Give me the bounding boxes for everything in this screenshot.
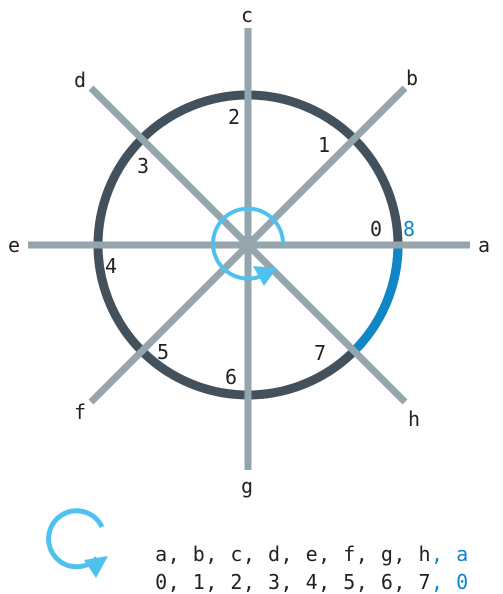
loop-icon-arrow-head <box>84 556 108 578</box>
number-label-4: 4 <box>105 254 117 278</box>
highlight-arc <box>350 244 403 355</box>
legend-letters-sequence: a, b, c, d, e, f, g, h <box>155 542 431 566</box>
legend-numbers-wrap: , 0 <box>431 570 469 594</box>
number-label-2: 2 <box>228 105 240 129</box>
number-label-8: 8 <box>403 217 415 241</box>
spoke-diagonal-up <box>88 85 408 405</box>
number-label-0: 0 <box>370 217 382 241</box>
letter-label-a: a <box>478 233 490 257</box>
number-label-5: 5 <box>157 340 169 364</box>
legend-letters: a, b, c, d, e, f, g, h, a <box>130 518 469 566</box>
number-label-3: 3 <box>137 154 149 178</box>
center-rotation-arrow <box>211 206 285 281</box>
legend-numbers-sequence: 0, 1, 2, 3, 4, 5, 6, 7 <box>155 570 431 594</box>
legend-letters-wrap: , a <box>431 542 469 566</box>
letter-label-h: h <box>408 407 420 431</box>
letter-label-b: b <box>406 66 418 90</box>
number-label-1: 1 <box>318 133 330 157</box>
loop-icon <box>46 508 105 570</box>
number-label-6: 6 <box>225 365 237 389</box>
center-arrow-head <box>253 266 277 286</box>
letter-label-g: g <box>241 474 253 498</box>
number-label-7: 7 <box>314 341 326 365</box>
legend-numbers: 0, 1, 2, 3, 4, 5, 6, 7, 0 <box>130 546 469 594</box>
letter-label-f: f <box>74 400 86 424</box>
letter-label-d: d <box>74 68 86 92</box>
letter-label-c: c <box>241 3 253 27</box>
letter-label-e: e <box>8 233 20 257</box>
